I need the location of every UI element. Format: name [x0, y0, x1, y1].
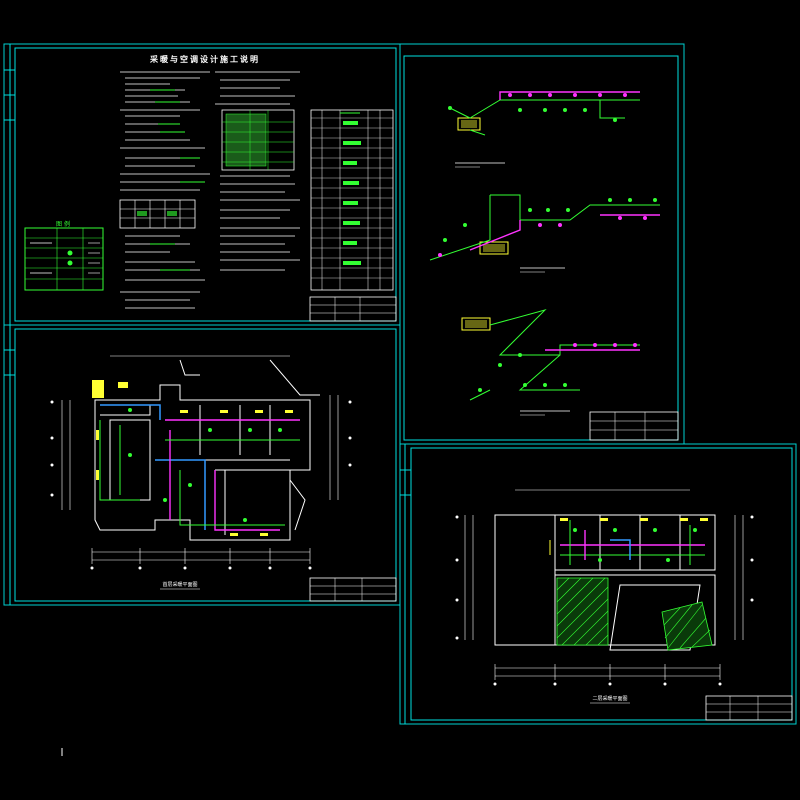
sheet-floor2-plan: 二层采暖平面图	[399, 443, 797, 725]
sheet-system-diagrams	[399, 43, 685, 445]
floor1-heating-pipes	[99, 404, 300, 531]
equipment-table	[310, 109, 394, 291]
floor1-dimensions	[61, 355, 339, 564]
system-diagram-3	[461, 309, 640, 416]
floor2-caption: 二层采暖平面图	[592, 695, 627, 702]
system-title-block	[589, 411, 679, 441]
notes-title: 采暖与空调设计施工说明	[149, 54, 260, 64]
floor2-title-block	[705, 695, 793, 721]
floor2-valves	[573, 528, 697, 562]
floor1-title-block	[309, 577, 397, 602]
floor2-hatch-left	[556, 577, 609, 646]
floor1-walls	[94, 359, 320, 541]
notes-sheet-border	[3, 43, 401, 326]
notes-title-block	[309, 296, 397, 322]
floor2-walls	[494, 514, 716, 651]
system-diagram-2	[429, 194, 660, 273]
notes-column-left	[120, 71, 210, 309]
system-sheet-border	[399, 43, 685, 445]
legend-title: 图 例	[56, 220, 70, 228]
floor2-hatch-right	[661, 601, 713, 651]
floor1-valves	[128, 408, 282, 522]
floor1-sheet-border	[3, 324, 401, 606]
floor2-inner-frame	[410, 447, 793, 721]
floor2-radiators	[560, 518, 708, 521]
system-inner-frame	[403, 55, 679, 441]
floor1-caption: 首层采暖平面图	[162, 581, 197, 588]
floor1-radiators	[92, 380, 293, 536]
floor2-heating-pipes	[560, 520, 705, 565]
floor2-sheet-border	[399, 443, 797, 725]
sheet-floor1-plan: 首层采暖平面图	[3, 324, 401, 606]
notes-green-table	[221, 109, 295, 171]
system-diagram-1	[448, 91, 640, 168]
notes-inner-frame	[14, 47, 397, 322]
floor1-inner-frame	[14, 328, 397, 602]
notes-column-middle	[215, 71, 300, 271]
sheet-design-notes: 采暖与空调设计施工说明	[3, 43, 401, 326]
floor2-dimensions	[464, 489, 744, 680]
legend-box: 图 例	[24, 220, 104, 291]
notes-small-table	[119, 199, 196, 229]
